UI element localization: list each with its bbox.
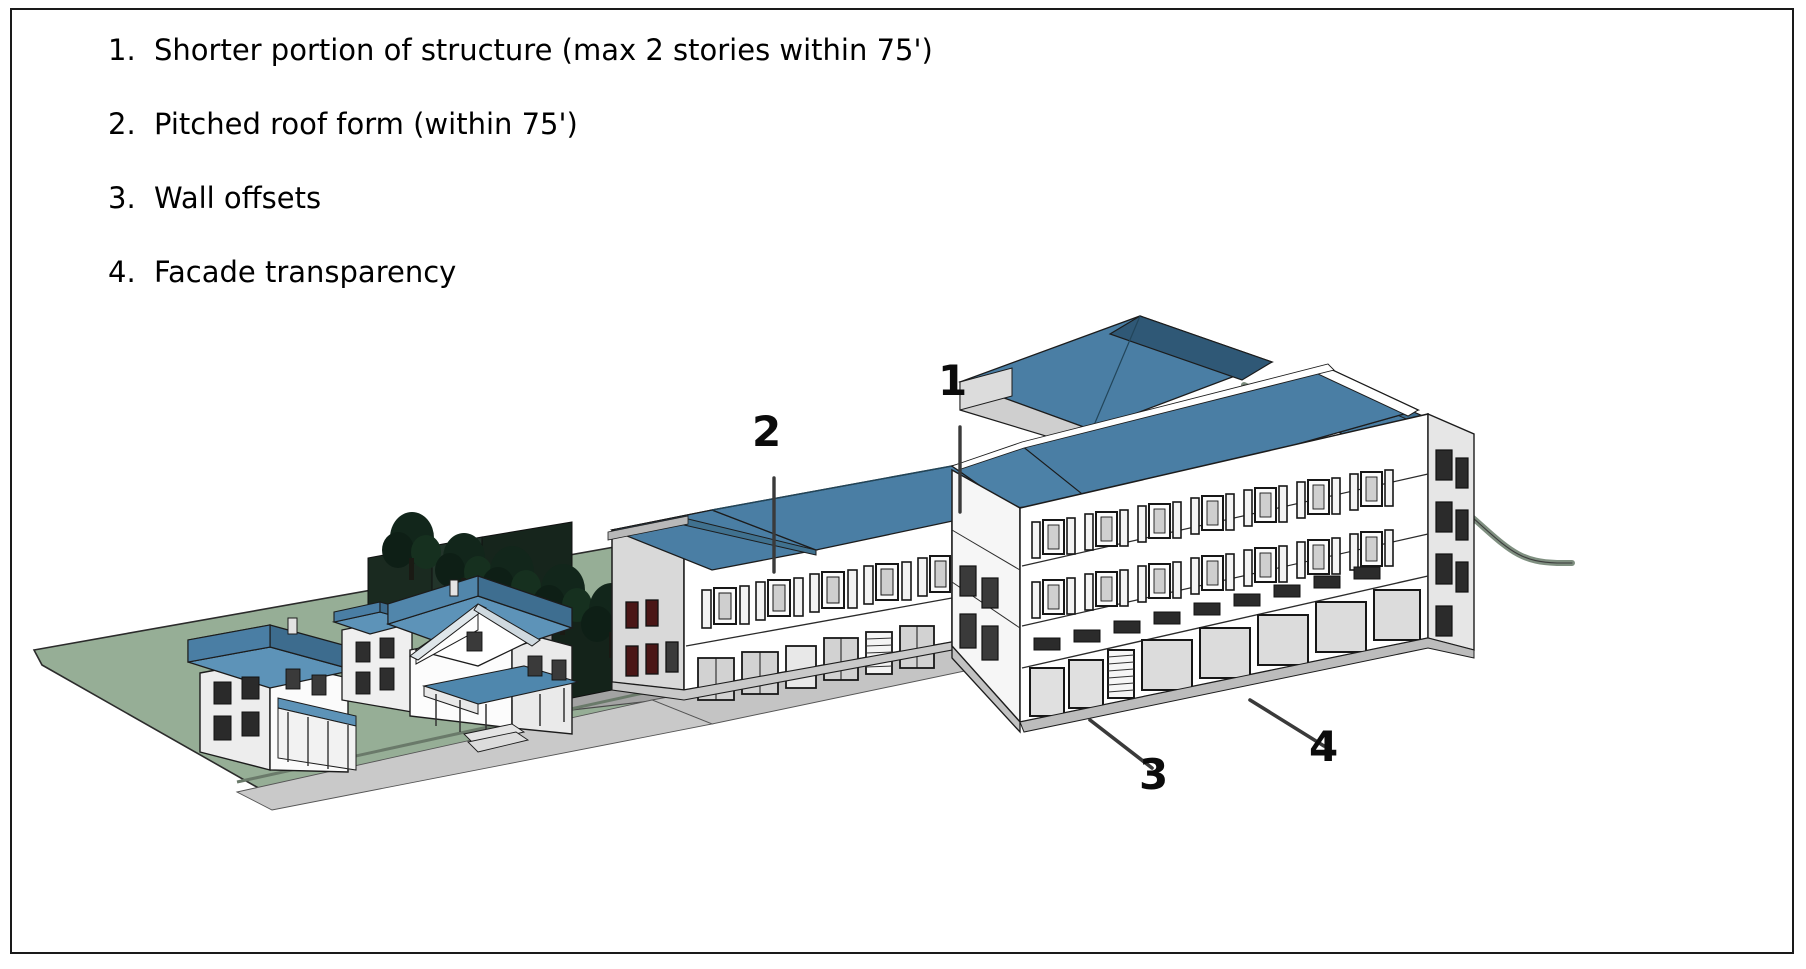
two-story-building-wing: [607, 461, 1045, 701]
legend-item-1: 1. Shorter portion of structure (max 2 s…: [108, 36, 1208, 65]
legend-item-3: 3. Wall offsets: [108, 184, 1208, 213]
legend-list: 1. Shorter portion of structure (max 2 s…: [108, 36, 1208, 287]
wall-offset-recess: [951, 565, 1021, 734]
main-roof: [950, 363, 1421, 509]
callout-number-3: 3: [1139, 750, 1169, 799]
tree: [382, 512, 441, 580]
legend-item-2-label: Pitched roof form (within 75'): [154, 107, 578, 141]
callout-leader-lines: [772, 425, 1326, 770]
window-row-top: [1031, 469, 1394, 559]
legend-item-3-label: Wall offsets: [154, 181, 322, 215]
legend-item-2: 2. Pitched roof form (within 75'): [108, 110, 1208, 139]
leader-line-4: [1248, 698, 1326, 748]
legend-item-4-label: Facade transparency: [154, 255, 457, 289]
tower-window-stack: [1435, 449, 1469, 637]
single-family-house-left: [187, 617, 357, 773]
legend-item-3-number: 3.: [108, 181, 136, 215]
transom-band: [1033, 566, 1381, 651]
legend-item-4: 4. Facade transparency: [108, 258, 1208, 287]
callout-number-4: 4: [1309, 722, 1339, 771]
storefront-glazing-band: [1029, 589, 1421, 717]
legend-item-2-number: 2.: [108, 107, 136, 141]
legend-item-1-number: 1.: [108, 33, 136, 67]
site-axonometric-illustration: [12, 10, 1794, 954]
four-story-mixed-use-building: [950, 315, 1475, 734]
legend-item-4-number: 4.: [108, 255, 136, 289]
window-row-middle: [1031, 529, 1394, 619]
window-band-upper: [701, 555, 951, 629]
tree: [435, 533, 492, 600]
callout-number-2: 2: [752, 407, 782, 456]
callout-number-1: 1: [938, 356, 968, 405]
single-family-house-center: [331, 575, 579, 753]
leader-line-3: [1088, 718, 1154, 770]
legend-item-1-label: Shorter portion of structure (max 2 stor…: [154, 33, 933, 67]
